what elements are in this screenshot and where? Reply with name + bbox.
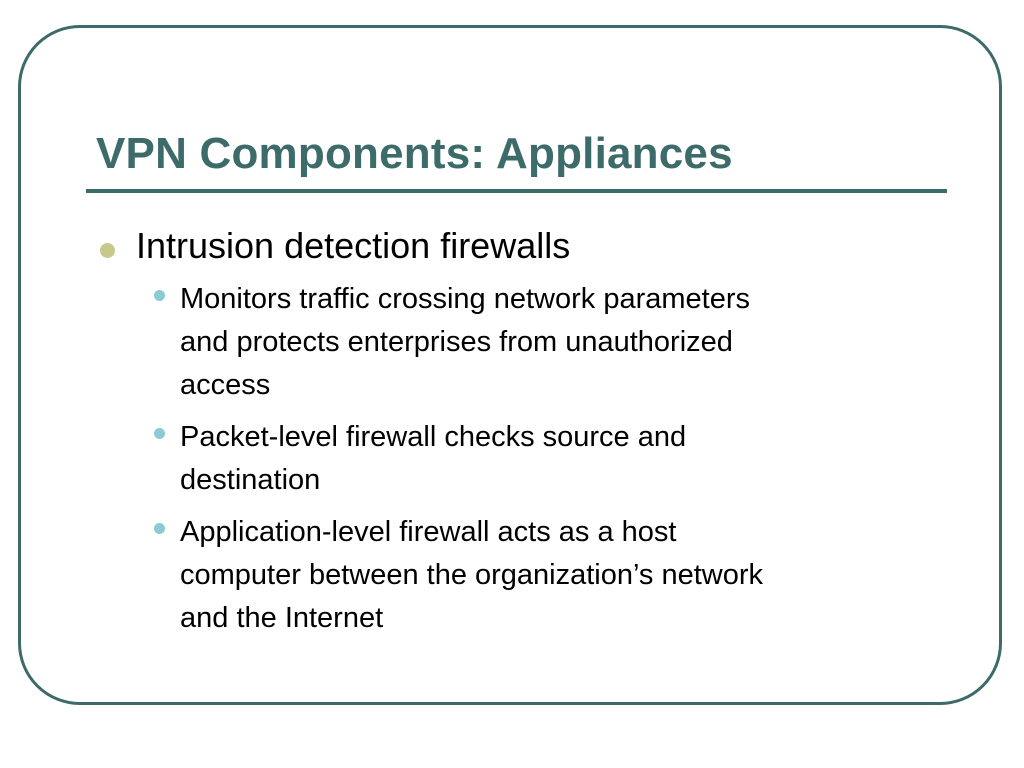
sub-bullet-dot-icon — [154, 290, 165, 301]
sub-bullet-item: Monitors traffic crossing network parame… — [96, 278, 940, 407]
sub-bullet-dot-icon — [154, 428, 165, 439]
sub-bullet-item: Packet-level firewall checks source and … — [96, 416, 940, 502]
slide-content: Intrusion detection firewalls Monitors t… — [96, 222, 956, 649]
slide-border — [18, 25, 1002, 705]
sub-bullet-dot-icon — [154, 523, 165, 534]
sub-bullet-list: Monitors traffic crossing network parame… — [96, 278, 956, 640]
sub-bullet-line: computer between the organization’s netw… — [180, 559, 764, 591]
sub-bullet-line: access — [180, 369, 271, 401]
bullet-item: Intrusion detection firewalls — [96, 222, 956, 270]
sub-bullet-line: destination — [180, 464, 321, 496]
sub-bullet-item: Application-level firewall acts as a hos… — [96, 511, 940, 640]
sub-bullet-line: Application-level firewall acts as a hos… — [180, 516, 677, 548]
sub-bullet-line: Monitors traffic crossing network parame… — [180, 283, 751, 315]
bullet-dot-icon — [100, 243, 115, 258]
title-divider — [86, 189, 947, 193]
sub-bullet-line: Packet-level firewall checks source and — [180, 421, 687, 453]
sub-bullet-line: and the Internet — [180, 602, 384, 634]
slide-title: VPN Components: Appliances — [96, 129, 733, 178]
bullet-text: Intrusion detection firewalls — [136, 225, 571, 266]
sub-bullet-line: and protects enterprises from unauthoriz… — [180, 326, 733, 358]
